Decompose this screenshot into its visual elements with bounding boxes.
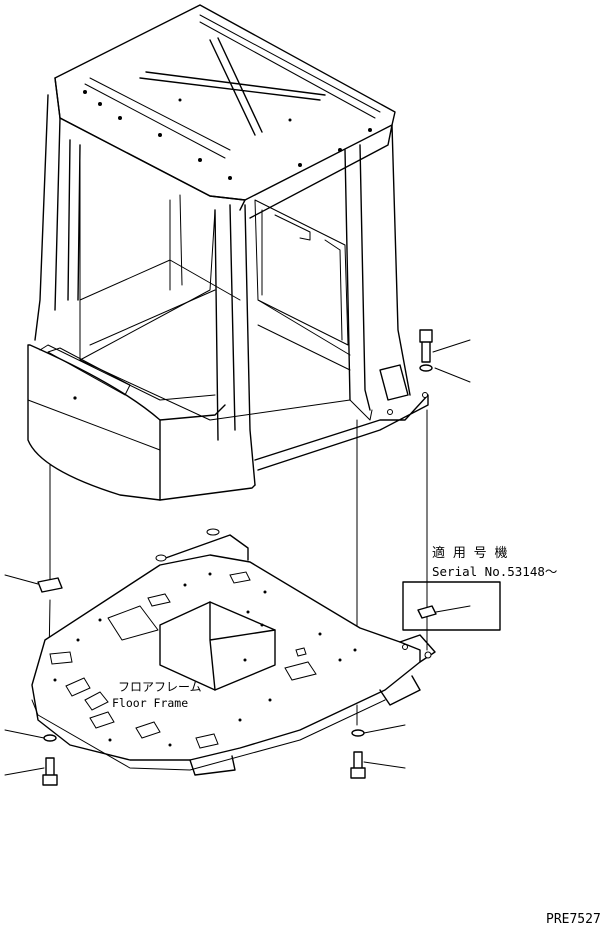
callout-box [402,581,501,631]
bolt-washer-left [4,729,58,786]
front-right-pillar [214,204,256,486]
floor-frame-jp-label: フロアフレーム [118,680,202,694]
applicable-machines-label: 適 用 号 機 [432,545,507,561]
left-front-pillar [34,94,81,341]
roof-bolts [83,90,372,180]
rear-right-pillar [344,124,411,411]
rear-base-step [254,394,429,471]
serial-number-label: Serial No.53148～ [432,564,557,579]
floor-frame [31,528,436,776]
bolt-icon [350,751,366,779]
washer-icon [419,364,433,372]
bolt-washer-right [419,329,471,383]
front-cover [27,344,161,501]
washer-icon [43,734,57,742]
shim-left [4,574,63,593]
drawing-id: PRE7527 [546,912,601,927]
serial-callout: 適 用 号 機 Serial No.53148～ [402,545,557,631]
roof-x-mark [139,37,326,136]
bolt-washer-center [350,724,406,779]
bolt-icon [419,329,433,363]
floor-bolts [53,572,357,747]
cab-roof [54,4,396,201]
washer-icon [351,729,365,737]
floor-frame-en-label: Floor Frame [112,696,188,710]
floor-openings [49,571,317,749]
bolt-icon [42,757,58,786]
cab-assembly [27,4,429,501]
